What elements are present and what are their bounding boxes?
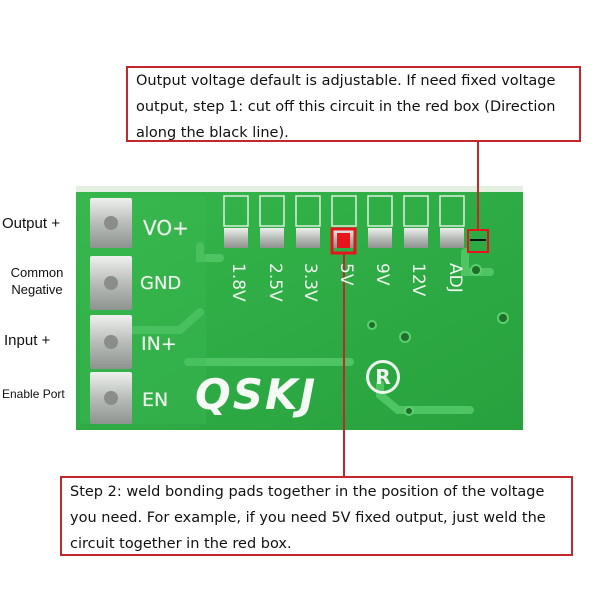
label-input-plus: Input + [4, 332, 51, 349]
label-output-plus: Output + [2, 215, 60, 232]
brand-logo: QSKJ [195, 370, 318, 419]
step2-red-box [330, 227, 357, 255]
step1-callout: Output voltage default is adjustable. If… [126, 66, 581, 142]
step2-line-1: Step 2: weld bonding pads together in th… [70, 484, 545, 500]
label-common-negative: Common Negative [2, 264, 72, 298]
voltage-label-1v8: 1.8V [228, 263, 248, 302]
step1-line-1: Output voltage default is adjustable. If… [136, 73, 556, 89]
voltage-select-pads [223, 195, 465, 248]
step2-callout: Step 2: weld bonding pads together in th… [60, 476, 573, 556]
label-common-line1: Common [10, 265, 64, 280]
voltage-label-12v: 12V [408, 263, 428, 297]
step1-line-2: output, step 1: cut off this circuit in … [136, 99, 556, 115]
step2-line-2: you need. For example, if you need 5V fi… [70, 510, 546, 526]
pcb-top-edge [76, 186, 523, 192]
step2-red-fill [337, 233, 350, 248]
step2-line-3: circuit together in the red box. [70, 536, 292, 552]
pin-pads [90, 198, 132, 424]
registered-mark-icon: R [366, 360, 400, 394]
step1-red-box [467, 229, 489, 253]
label-common-line2: Negative [11, 282, 63, 297]
voltage-label-5v: 5V [336, 263, 356, 286]
voltage-label-3v3: 3.3V [300, 263, 320, 302]
silk-vo-label: VO+ [143, 216, 189, 240]
label-enable-port: Enable Port [2, 387, 65, 401]
voltage-label-2v5: 2.5V [265, 263, 285, 302]
silk-gnd-label: GND [140, 273, 182, 294]
voltage-label-9v: 9V [372, 263, 392, 286]
voltage-label-adj: ADJ [445, 263, 465, 293]
step1-line-3: along the black line). [136, 125, 289, 141]
silk-in-label: IN+ [141, 333, 177, 355]
silk-en-label: EN [142, 389, 169, 411]
